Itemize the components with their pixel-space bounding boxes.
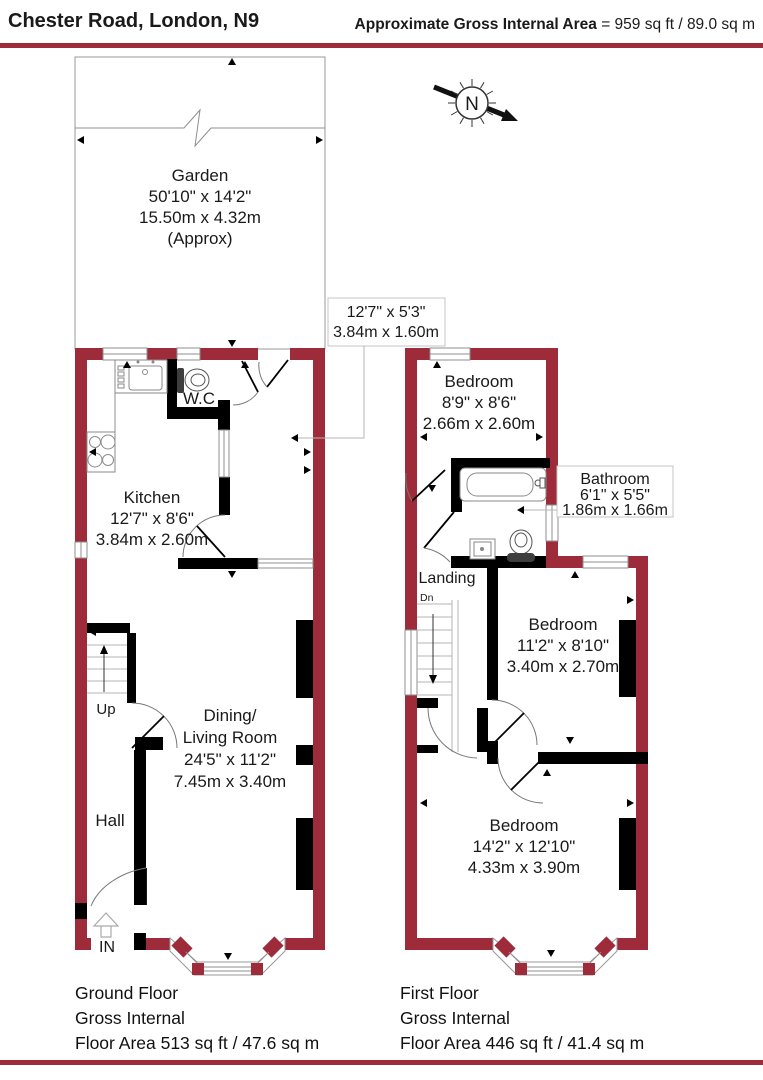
first-floor-summary: First Floor Gross Internal Floor Area 44… [400, 981, 644, 1056]
garden-approx-note: (Approx) [167, 229, 232, 248]
garden: Garden 50'10" x 14'2" 15.50m x 4.32m (Ap… [74, 56, 326, 350]
bathroom-callout: Bathroom 6'1" x 5'5" 1.86m x 1.66m [517, 465, 674, 519]
ground-floor-partitions [75, 359, 313, 950]
bedroom2-dims-imperial: 11'2" x 8'10" [517, 636, 609, 655]
bathroom-dims-metric: 1.86m x 1.66m [562, 502, 668, 519]
bedroom1-label: Bedroom [445, 372, 514, 391]
ground-floor-summary-line2: Gross Internal [75, 1008, 185, 1028]
area-label: Approximate Gross Internal Area [354, 16, 597, 33]
ground-floor-dim-arrows [89, 361, 311, 960]
north-compass: N [433, 79, 518, 127]
bathroom-toilet [507, 529, 535, 562]
landing-label: Landing [419, 570, 476, 587]
bathroom-label: Bathroom [580, 471, 649, 488]
kitchen-label: Kitchen [124, 488, 181, 507]
entrance-arrow-icon [92, 912, 120, 938]
bedroom3-label: Bedroom [490, 816, 559, 835]
compass-north-label: N [465, 94, 479, 115]
garden-dims-imperial: 50'10" x 14'2" [149, 187, 252, 206]
bedroom3-dims-imperial: 14'2" x 12'10" [473, 837, 576, 856]
stairs-up-label: Up [96, 701, 115, 718]
first-floor-summary-line1: First Floor [400, 983, 479, 1003]
bedroom1-dims-imperial: 8'9" x 8'6" [442, 393, 516, 412]
kitchen-dims-imperial: 12'7" x 8'6" [110, 509, 194, 528]
bedroom3-dims-metric: 4.33m x 3.90m [468, 858, 580, 877]
first-floor-summary-line2: Gross Internal [400, 1008, 510, 1028]
dining-living-label-1: Dining/ [204, 706, 257, 725]
bedroom1-dims-metric: 2.66m x 2.60m [423, 414, 535, 433]
garden-dims-metric: 15.50m x 4.32m [139, 208, 261, 227]
stairs-dn-label: Dn [420, 592, 434, 604]
ground-floor-summary-line3: Floor Area 513 sq ft / 47.6 sq m [75, 1033, 320, 1053]
area-value: = 959 sq ft / 89.0 sq m [601, 16, 755, 33]
first-floor-bay-window [492, 936, 618, 976]
ground-floor-plan: W.C Kitchen 12'7" x 8'6" 3.84m x 2.60m D… [74, 297, 446, 976]
first-floor-dim-arrows [420, 361, 634, 957]
ground-floor-bay-window [169, 936, 286, 976]
dining-living-dims-metric: 7.45m x 3.40m [174, 772, 286, 791]
hall-dims-imperial: 12'7" x 5'3" [347, 304, 426, 321]
page-title: Chester Road, London, N9 [8, 10, 260, 32]
wc-label: W.C [183, 389, 215, 408]
dining-living-label-2: Living Room [183, 728, 278, 747]
bathtub [459, 467, 547, 502]
first-floor-summary-line3: Floor Area 446 sq ft / 41.4 sq m [400, 1033, 645, 1053]
hall-label: Hall [95, 811, 124, 830]
bathroom-dims-imperial: 6'1" x 5'5" [580, 487, 650, 504]
header-divider [0, 43, 763, 48]
bathroom-basin [469, 538, 496, 560]
kitchen-sink [114, 359, 168, 432]
wc-toilet [177, 368, 210, 393]
first-floor-stairs [417, 600, 459, 752]
gross-internal-area: Approximate Gross Internal Area = 959 sq… [355, 16, 755, 34]
footer-divider [0, 1060, 763, 1065]
bedroom2-dims-metric: 3.40m x 2.70m [507, 657, 619, 676]
bedroom2-label: Bedroom [529, 615, 598, 634]
ground-floor-summary-line1: Ground Floor [75, 983, 179, 1003]
first-floor-windows [404, 347, 629, 696]
ground-floor-stairs [87, 644, 127, 694]
entrance-in-label: IN [99, 939, 115, 956]
kitchen-hob [86, 431, 116, 473]
first-floor-plan: Bedroom 8'9" x 8'6" 2.66m x 2.60m Landin… [404, 347, 674, 976]
dining-living-dims-imperial: 24'5" x 11'2" [184, 750, 276, 769]
hall-dims-metric: 3.84m x 1.60m [333, 324, 439, 341]
kitchen-dims-metric: 3.84m x 2.60m [96, 530, 208, 549]
garden-label: Garden [172, 166, 229, 185]
ground-floor-windows [74, 347, 201, 559]
hall-dims-callout: 12'7" x 5'3" 3.84m x 1.60m [291, 297, 446, 442]
ground-floor-summary: Ground Floor Gross Internal Floor Area 5… [75, 981, 319, 1056]
